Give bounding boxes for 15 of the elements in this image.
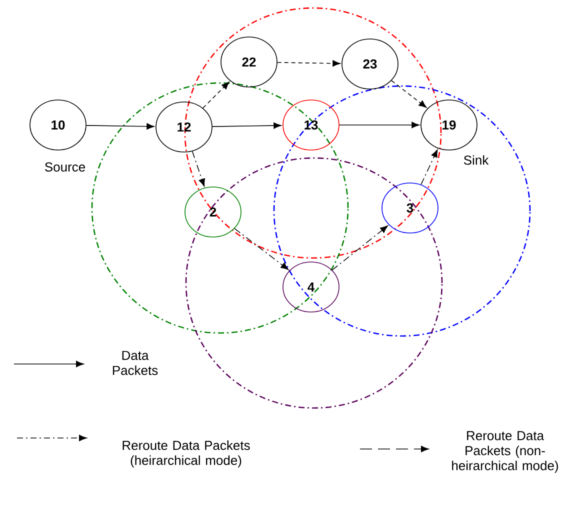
arrow (339, 122, 420, 128)
arrow (212, 122, 282, 129)
legend-label: Reroute Data Packets (non-heirarchical mode) (452, 431, 558, 473)
node-label: Source (45, 162, 86, 172)
arrow (277, 60, 340, 67)
arrow (332, 226, 388, 270)
legend-label: Data Packets (112, 350, 158, 376)
arrow (420, 149, 438, 185)
legend-label: Reroute Data Packets (heirarchical mode) (122, 440, 250, 468)
node-label: Sink (464, 155, 489, 165)
arrow (202, 82, 230, 108)
arrow (391, 80, 427, 108)
arrow (192, 150, 205, 187)
arrow (234, 228, 289, 270)
arrow (86, 123, 154, 130)
